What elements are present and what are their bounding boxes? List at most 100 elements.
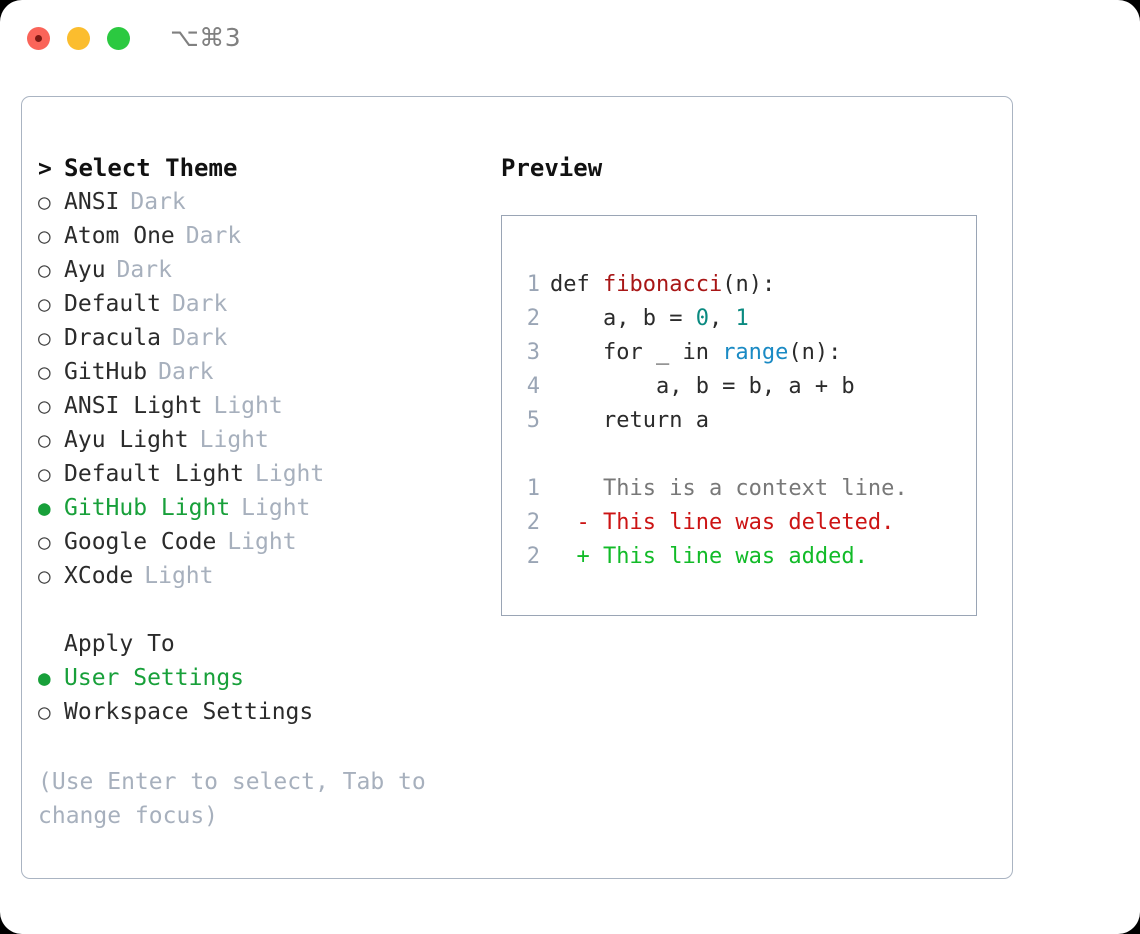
apply-to-option[interactable]: ○ Workspace Settings [38, 695, 478, 729]
diff-line: 2 - This line was deleted. [520, 506, 976, 540]
theme-category-label: Light [144, 563, 214, 589]
theme-name-label: ANSI Light [64, 393, 203, 419]
close-window-button[interactable] [27, 27, 50, 50]
radio-selected-icon: ● [38, 496, 51, 520]
code-token-plain: (n): [722, 272, 776, 297]
line-number: 2 [526, 544, 540, 569]
line-number: 5 [526, 408, 540, 433]
code-token-plain: (n): [788, 340, 842, 365]
line-number: 4 [526, 374, 540, 399]
diff-line-text: + This line was added. [550, 544, 868, 569]
theme-category-label: Light [199, 427, 269, 453]
radio-unselected-icon: ○ [38, 258, 51, 282]
theme-category-label: Dark [158, 359, 214, 385]
theme-name-label: Google Code [64, 529, 217, 555]
code-line: 4 a, b = b, a + b [520, 370, 976, 404]
theme-list-item[interactable]: ○ ANSI Light Light [38, 389, 478, 423]
code-line-text: def fibonacci(n): [540, 272, 775, 297]
line-number: 3 [526, 340, 540, 365]
maximize-window-button[interactable] [107, 27, 130, 50]
code-token-call: range [722, 340, 789, 365]
theme-list-item[interactable]: ○ XCode Light [38, 559, 478, 593]
code-token-function: fibonacci [602, 272, 723, 297]
code-line-text: return a [540, 408, 709, 433]
radio-unselected-icon: ○ [38, 700, 51, 724]
minimize-window-button[interactable] [67, 27, 90, 50]
code-line: 3 for _ in range(n): [520, 336, 976, 370]
theme-category-label: Light [255, 461, 325, 487]
code-line-text: a, b = b, a + b [540, 374, 855, 399]
diff-line-text: This is a context line. [550, 476, 908, 501]
theme-name-label: Ayu Light [64, 427, 189, 453]
theme-name-label: Atom One [64, 223, 175, 249]
theme-name-label: GitHub Light [64, 495, 231, 521]
code-token-plain: , [708, 306, 736, 331]
line-number: 2 [526, 510, 540, 535]
theme-name-label: GitHub [64, 359, 148, 385]
title-bar: ⌥⌘3 [0, 0, 1140, 78]
diff-line: 2 + This line was added. [520, 540, 976, 574]
code-token-plain: for _ in [550, 340, 723, 365]
apply-to-label: Apply To [64, 631, 175, 657]
radio-unselected-icon: ○ [38, 394, 51, 418]
keyboard-shortcut-label: ⌥⌘3 [170, 23, 242, 52]
theme-category-label: Light [241, 495, 311, 521]
code-token-plain: return a [550, 408, 709, 433]
keyboard-hint-text: (Use Enter to select, Tab to change focu… [38, 769, 440, 829]
preview-title: Preview [501, 154, 603, 182]
theme-category-label: Dark [116, 257, 172, 283]
diff-sample: 1 This is a context line. 2 - This line w… [520, 472, 976, 574]
theme-name-label: Dracula [64, 325, 161, 351]
code-line-text: a, b = 0, 1 [540, 306, 749, 331]
line-number: 2 [526, 306, 540, 331]
radio-unselected-icon: ○ [38, 190, 51, 214]
radio-selected-icon: ● [38, 666, 51, 690]
apply-to-header: ○Apply To [38, 627, 478, 661]
apply-to-option-label: Workspace Settings [64, 699, 314, 725]
line-number: 1 [526, 476, 540, 501]
code-token-number: 1 [735, 306, 749, 331]
apply-to-option-label: User Settings [64, 665, 245, 691]
apply-to-section: ○Apply To ●User Settings○Workspace Setti… [38, 627, 478, 729]
theme-category-label: Light [213, 393, 283, 419]
theme-list-header: >Select Theme [38, 151, 478, 185]
theme-category-label: Dark [171, 291, 228, 317]
theme-list-item[interactable]: ○ Google Code Light [38, 525, 478, 559]
theme-category-label: Dark [171, 325, 228, 351]
code-line: 2 a, b = 0, 1 [520, 302, 976, 336]
code-line: 5 return a [520, 404, 976, 438]
code-line-text: for _ in range(n): [540, 340, 841, 365]
radio-unselected-icon: ○ [38, 564, 51, 588]
theme-category-label: Dark [185, 223, 242, 249]
code-token-plain: a, b = b, a + b [550, 374, 855, 399]
spacer-icon: ○ [38, 627, 64, 661]
theme-name-label: XCode [64, 563, 134, 589]
apply-to-options: ● User Settings ○ Workspace Settings [38, 661, 478, 729]
radio-unselected-icon: ○ [38, 360, 51, 384]
theme-category-label: Light [227, 529, 297, 555]
radio-unselected-icon: ○ [38, 530, 51, 554]
apply-to-option[interactable]: ● User Settings [38, 661, 478, 695]
theme-list-item[interactable]: ● GitHub Light Light [38, 491, 478, 525]
theme-name-label: ANSI [64, 189, 120, 215]
theme-list-item[interactable]: ○ GitHub Dark [38, 355, 478, 389]
line-number: 1 [526, 272, 540, 297]
code-diff-separator [520, 438, 976, 472]
radio-unselected-icon: ○ [38, 292, 51, 316]
code-token-plain: a, b = [550, 306, 696, 331]
